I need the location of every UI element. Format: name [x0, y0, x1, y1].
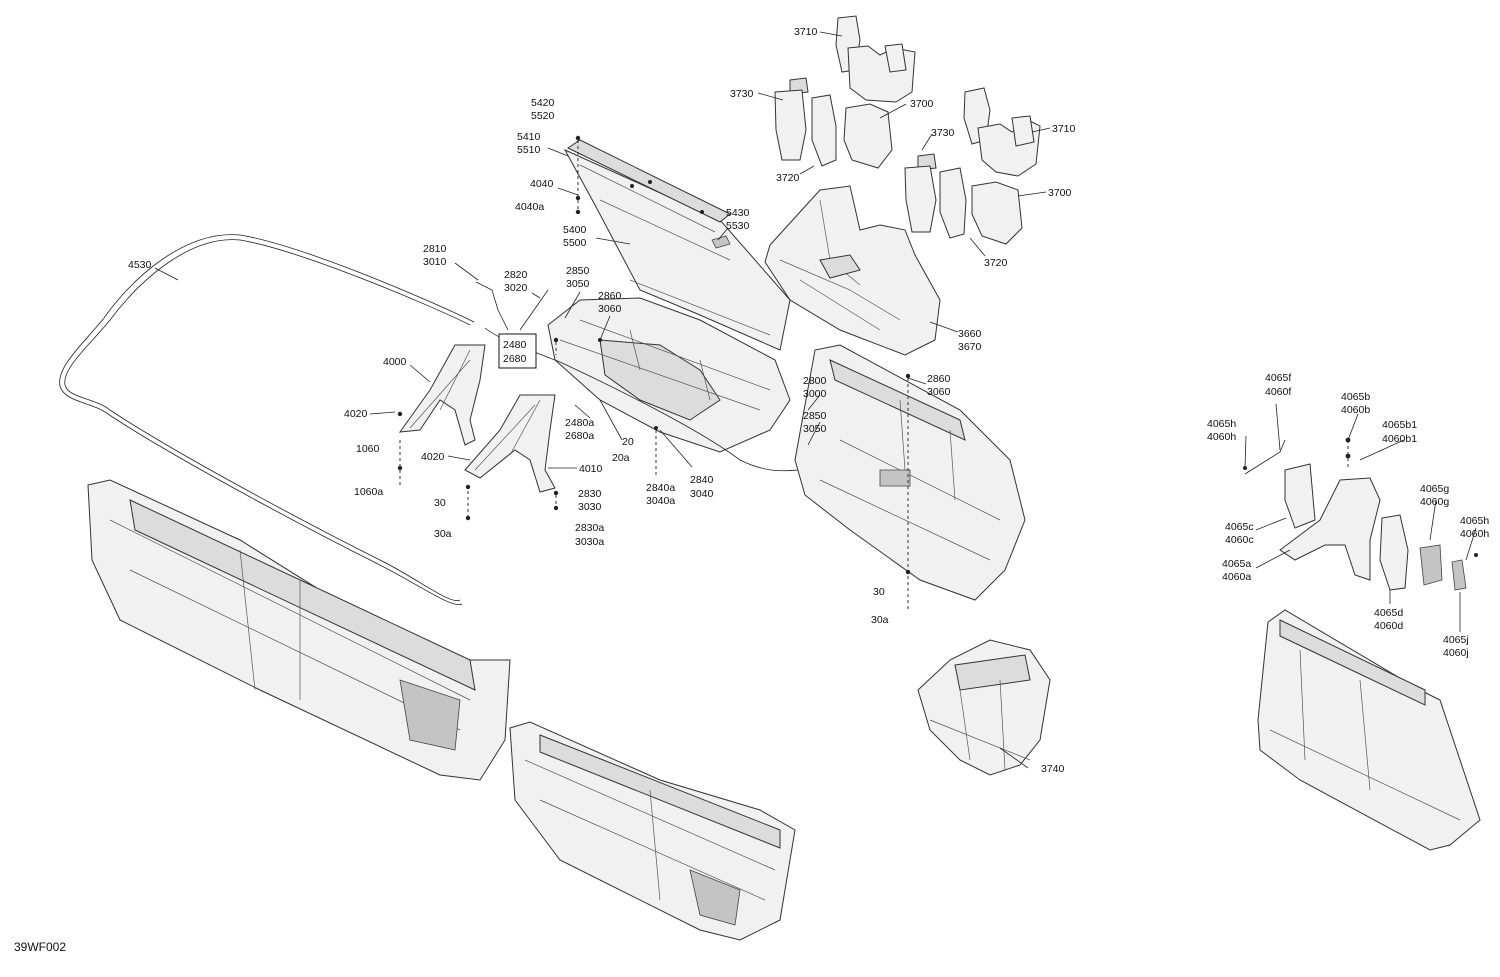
- label-30a-b: 30a: [871, 614, 889, 626]
- label-2680: 2680: [503, 353, 527, 365]
- diagram-reference-code: 39WF002: [14, 940, 66, 954]
- label-5420: 5420: [531, 97, 555, 109]
- label-3730-a: 3730: [730, 88, 754, 100]
- label-3060-b: 3060: [927, 386, 951, 398]
- label-4065b: 4065b: [1341, 391, 1370, 403]
- label-4065b1: 4065b1: [1382, 419, 1417, 431]
- label-3040: 3040: [690, 488, 714, 500]
- label-3740: 3740: [1041, 763, 1065, 775]
- label-4040: 4040: [530, 178, 554, 190]
- label-3020: 3020: [504, 282, 528, 294]
- label-2840a: 2840a: [646, 482, 675, 494]
- label-4060h-b: 4060h: [1460, 528, 1489, 540]
- label-30a-a: 30a: [434, 528, 452, 540]
- label-5400: 5400: [563, 224, 587, 236]
- fastener-dots: [397, 135, 1478, 575]
- label-5520: 5520: [531, 110, 555, 122]
- label-3730-b: 3730: [931, 127, 955, 139]
- label-4060j: 4060j: [1443, 647, 1469, 659]
- label-2680a: 2680a: [565, 430, 594, 442]
- label-2840: 2840: [690, 474, 714, 486]
- label-2860-a: 2860: [598, 290, 622, 302]
- label-4040a: 4040a: [515, 201, 544, 213]
- label-4065j: 4065j: [1443, 634, 1469, 646]
- label-2810: 2810: [423, 243, 447, 255]
- label-3720-a: 3720: [776, 172, 800, 184]
- label-2800: 2800: [803, 375, 827, 387]
- label-3700-a: 3700: [910, 98, 934, 110]
- label-4060a: 4060a: [1222, 571, 1251, 583]
- label-4060g: 4060g: [1420, 496, 1449, 508]
- label-3050-a: 3050: [566, 278, 590, 290]
- label-3660: 3660: [958, 328, 982, 340]
- label-3040a: 3040a: [646, 495, 675, 507]
- label-20: 20: [622, 436, 634, 448]
- label-4065h-b: 4065h: [1460, 515, 1489, 527]
- label-3060-a: 3060: [598, 303, 622, 315]
- storage-tub-inset-right: [1257, 609, 1481, 851]
- storage-tub-large-left: [87, 479, 511, 781]
- label-4065f: 4065f: [1265, 372, 1291, 384]
- label-4060d: 4060d: [1374, 620, 1403, 632]
- label-3710-a: 3710: [794, 26, 818, 38]
- label-3000: 3000: [803, 388, 827, 400]
- label-5530: 5530: [726, 220, 750, 232]
- label-1060a: 1060a: [354, 486, 383, 498]
- seat-bracket-4010: [464, 394, 556, 493]
- label-4060c: 4060c: [1225, 534, 1254, 546]
- label-4065g: 4065g: [1420, 483, 1449, 495]
- label-2480: 2480: [503, 339, 527, 351]
- label-30-b: 30: [873, 586, 885, 598]
- label-3670: 3670: [958, 341, 982, 353]
- seat-bracket-4000: [398, 344, 486, 446]
- label-2830: 2830: [578, 488, 602, 500]
- label-3010: 3010: [423, 256, 447, 268]
- label-3050-b: 3050: [803, 423, 827, 435]
- storage-tub-center: [547, 297, 791, 453]
- label-4000: 4000: [383, 356, 407, 368]
- label-4020-a: 4020: [344, 408, 368, 420]
- label-3720-b: 3720: [984, 257, 1008, 269]
- label-4010: 4010: [579, 463, 603, 475]
- label-4065a: 4065a: [1222, 558, 1251, 570]
- label-20a: 20a: [612, 452, 630, 464]
- label-4060h-a: 4060h: [1207, 431, 1236, 443]
- storage-tub-right: [794, 344, 1026, 601]
- seat-cushion-set-upper: [774, 15, 1041, 245]
- label-3030: 3030: [578, 501, 602, 513]
- label-4060b: 4060b: [1341, 404, 1370, 416]
- storage-box-3740: [917, 639, 1051, 776]
- label-4065d: 4065d: [1374, 607, 1403, 619]
- part-labels: 3710 3730 3700 3720 3730 3710 3700 3720 …: [14, 26, 1489, 954]
- label-5430: 5430: [726, 207, 750, 219]
- label-30-a: 30: [434, 497, 446, 509]
- label-4020-b: 4020: [421, 451, 445, 463]
- storage-tub-bottom-center: [509, 721, 796, 941]
- label-2850-b: 2850: [803, 410, 827, 422]
- label-4065h-a: 4065h: [1207, 418, 1236, 430]
- label-2830a: 2830a: [575, 522, 604, 534]
- label-5410: 5410: [517, 131, 541, 143]
- label-2820: 2820: [504, 269, 528, 281]
- label-2480a: 2480a: [565, 417, 594, 429]
- label-5510: 5510: [517, 144, 541, 156]
- label-4065c: 4065c: [1225, 521, 1254, 533]
- label-3710-b: 3710: [1052, 123, 1076, 135]
- label-2860-b: 2860: [927, 373, 951, 385]
- label-4060f: 4060f: [1265, 386, 1291, 398]
- rods-2810-2820: [475, 281, 549, 331]
- label-3030a: 3030a: [575, 536, 604, 548]
- label-5500: 5500: [563, 237, 587, 249]
- seat-bracket-inset: [1244, 439, 1467, 591]
- label-4530: 4530: [128, 259, 152, 271]
- leader-lines: [154, 31, 1477, 769]
- label-4060b1: 4060b1: [1382, 433, 1417, 445]
- seat-base-3660: [764, 185, 941, 356]
- label-1060: 1060: [356, 443, 380, 455]
- label-2850-a: 2850: [566, 265, 590, 277]
- callout-box-2480: [498, 333, 537, 369]
- label-3700-b: 3700: [1048, 187, 1072, 199]
